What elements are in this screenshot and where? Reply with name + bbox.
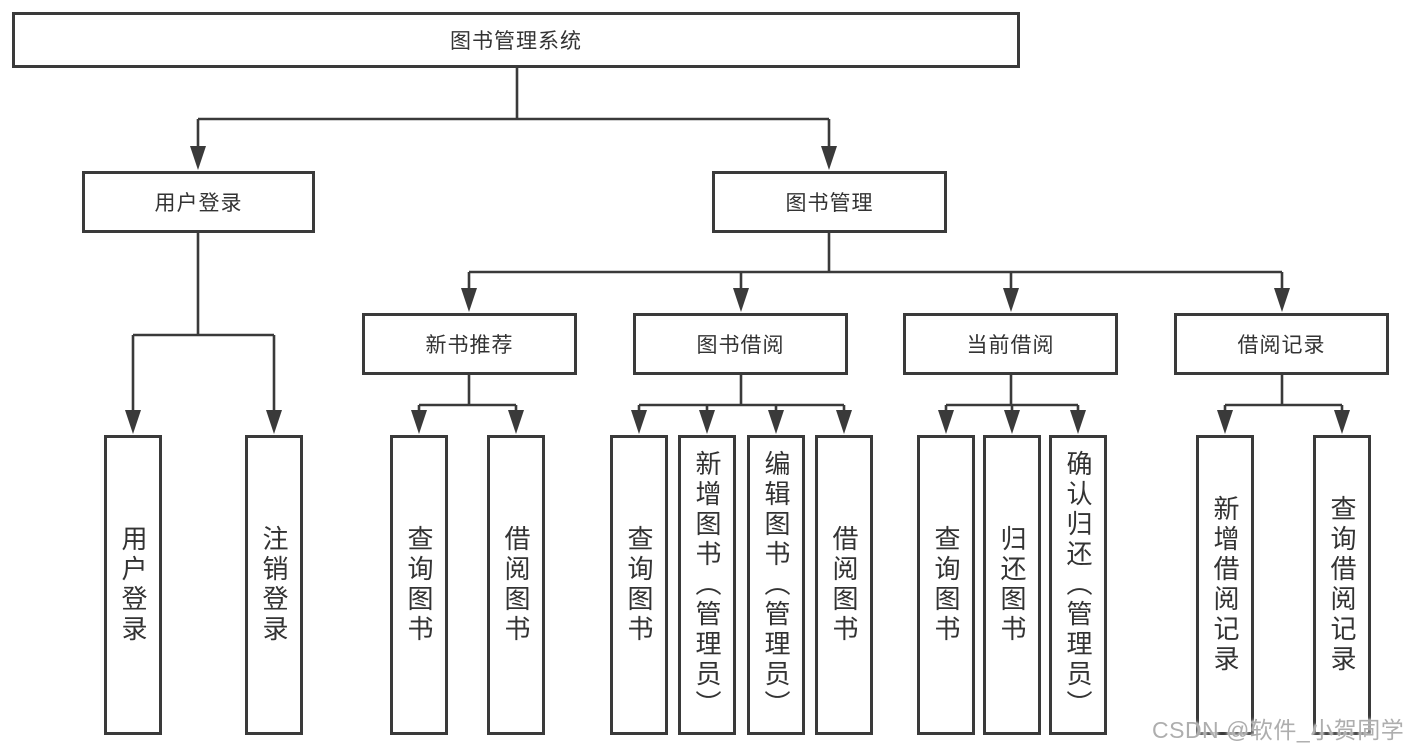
leaf-user-login: 用户登录	[104, 435, 162, 735]
leaf-add-books-admin-label: 新增图书（管理员）	[692, 450, 722, 720]
node-new-book-recommend-label: 新书推荐	[425, 334, 514, 357]
node-borrow-records: 借阅记录	[1174, 313, 1389, 375]
leaf-borrow-books-label: 借阅图书	[829, 525, 859, 645]
leaf-query-books-recommend: 查询图书	[390, 435, 448, 735]
leaf-query-borrow-record: 查询借阅记录	[1313, 435, 1371, 735]
node-book-borrow-label: 图书借阅	[696, 334, 785, 357]
leaf-query-books-current: 查询图书	[917, 435, 975, 735]
leaf-query-books-current-label: 查询图书	[931, 525, 961, 645]
leaf-query-books-recommend-label: 查询图书	[404, 525, 434, 645]
node-root-label: 图书管理系统	[450, 30, 582, 53]
node-book-mgmt: 图书管理	[712, 171, 947, 233]
node-borrow-records-label: 借阅记录	[1237, 334, 1326, 357]
node-current-borrow: 当前借阅	[903, 313, 1118, 375]
leaf-confirm-return-admin-label: 确认归还（管理员）	[1063, 450, 1093, 720]
leaf-logout: 注销登录	[245, 435, 303, 735]
leaf-edit-books-admin-label: 编辑图书（管理员）	[761, 450, 791, 720]
leaf-return-books: 归还图书	[983, 435, 1041, 735]
leaf-edit-books-admin: 编辑图书（管理员）	[747, 435, 805, 735]
node-user-login-label: 用户登录	[154, 192, 243, 215]
leaf-add-borrow-record: 新增借阅记录	[1196, 435, 1254, 735]
leaf-query-books-borrow-label: 查询图书	[624, 525, 654, 645]
node-book-borrow: 图书借阅	[633, 313, 848, 375]
leaf-borrow-books-recommend-label: 借阅图书	[501, 525, 531, 645]
leaf-confirm-return-admin: 确认归还（管理员）	[1049, 435, 1107, 735]
leaf-query-borrow-record-label: 查询借阅记录	[1327, 495, 1357, 675]
arrow-down-icons	[125, 146, 1350, 434]
leaf-query-books-borrow: 查询图书	[610, 435, 668, 735]
node-current-borrow-label: 当前借阅	[966, 334, 1055, 357]
node-book-mgmt-label: 图书管理	[785, 192, 874, 215]
leaf-borrow-books-recommend: 借阅图书	[487, 435, 545, 735]
leaf-borrow-books: 借阅图书	[815, 435, 873, 735]
leaf-add-books-admin: 新增图书（管理员）	[678, 435, 736, 735]
node-new-book-recommend: 新书推荐	[362, 313, 577, 375]
leaf-return-books-label: 归还图书	[997, 525, 1027, 645]
leaf-add-borrow-record-label: 新增借阅记录	[1210, 495, 1240, 675]
csdn-watermark: CSDN @软件_小贺同学	[1152, 717, 1405, 743]
node-root: 图书管理系统	[12, 12, 1020, 68]
leaf-user-login-label: 用户登录	[118, 525, 148, 645]
node-user-login: 用户登录	[82, 171, 315, 233]
leaf-logout-label: 注销登录	[259, 525, 289, 645]
